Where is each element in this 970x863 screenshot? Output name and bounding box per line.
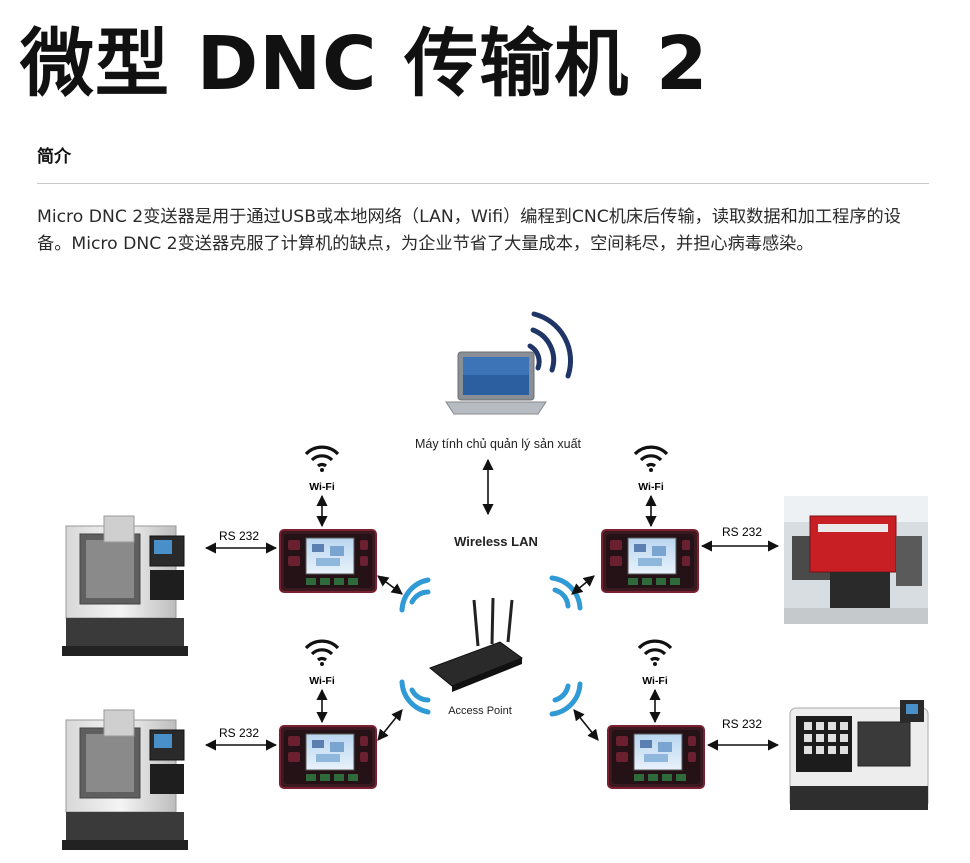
cnc-mill-machine (61, 515, 189, 657)
dnc-device-bottom-right (607, 725, 705, 789)
wifi-label: Wi-Fi (309, 481, 335, 493)
network-diagram: Máy tính chủ quản lý sản xuất Wireless L… (61, 311, 929, 851)
description-text: Micro DNC 2变送器是用于通过USB或本地网络（LAN，Wifi）编程到… (37, 207, 901, 254)
wifi-icon (304, 639, 340, 668)
pc-label: Máy tính chủ quản lý sản xuất (415, 437, 582, 451)
access-point-label: Access Point (448, 705, 512, 717)
ap-signal-icon (399, 575, 583, 717)
cnc-mill-machine (61, 709, 189, 851)
rs232-label: RS 232 (219, 726, 259, 740)
wifi-icon (633, 445, 669, 474)
wifi-icon (637, 639, 673, 668)
rs232-label: RS 232 (722, 717, 762, 731)
router-icon (429, 597, 524, 692)
page-title: 微型 DNC 传输机 2 (20, 21, 709, 107)
punch-press-machine (784, 496, 928, 624)
dnc-device-top-right (601, 529, 699, 593)
ap-link-arrows (377, 575, 599, 741)
dnc-device-bottom-left (279, 725, 377, 789)
wifi-label: Wi-Fi (642, 675, 668, 687)
laptop-icon (445, 351, 547, 415)
divider (37, 183, 929, 184)
wifi-label: Wi-Fi (309, 675, 335, 687)
dnc-device-top-left (279, 529, 377, 593)
rs232-label: RS 232 (219, 529, 259, 543)
wifi-icon (304, 445, 340, 474)
cnc-lathe-machine (789, 700, 929, 810)
wireless-lan-label: Wireless LAN (454, 534, 538, 549)
rs232-label: RS 232 (722, 525, 762, 539)
wireless-signal-icon (527, 311, 574, 379)
wifi-label: Wi-Fi (638, 481, 664, 493)
section-heading: 简介 (37, 147, 71, 167)
